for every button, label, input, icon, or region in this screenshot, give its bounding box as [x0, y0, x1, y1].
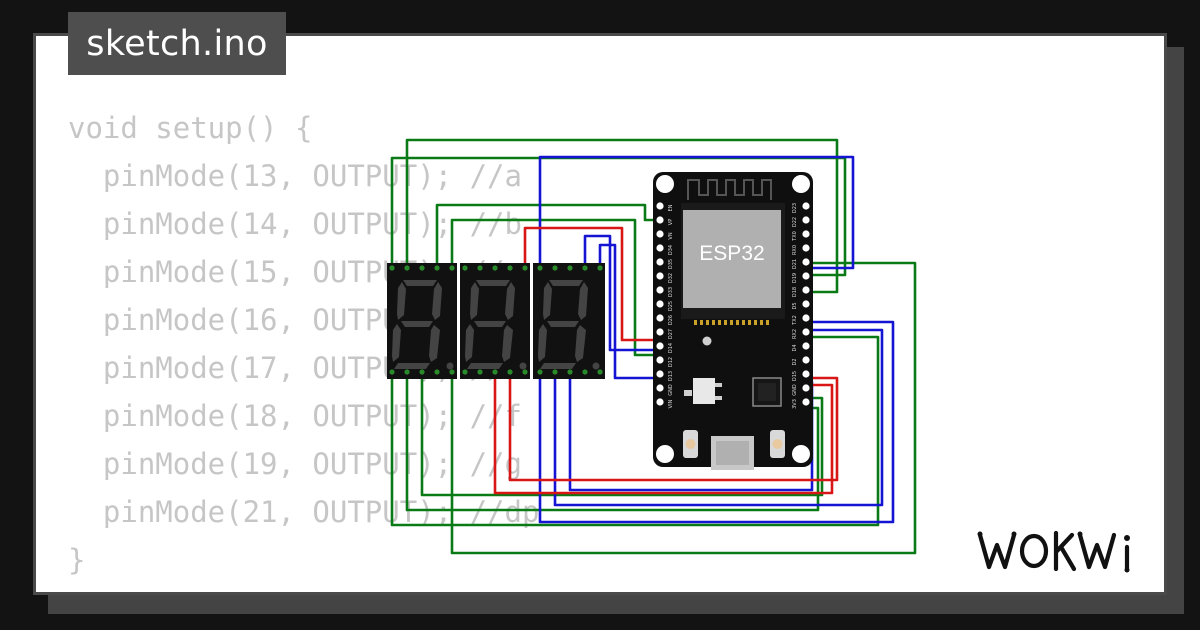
- pin-label: D19: [792, 273, 798, 283]
- pin-label: VN: [668, 232, 674, 239]
- antenna-trace: [687, 179, 772, 200]
- wire-blue: [538, 320, 895, 524]
- pin-label: D27: [668, 329, 674, 339]
- wire-green: [405, 138, 839, 294]
- pin-label: GND: [668, 384, 674, 396]
- wire-green: [450, 218, 655, 357]
- wire-blue: [583, 234, 655, 352]
- pin-label: GND: [792, 384, 798, 396]
- wokwi-logo[interactable]: [975, 525, 1153, 577]
- mounting-hole: [656, 445, 674, 463]
- pin-label: D12: [668, 357, 674, 367]
- code-line: void setup() {: [68, 111, 313, 145]
- pin-label: RX0: [792, 245, 798, 255]
- code-line: void loop() {: [68, 584, 539, 592]
- wire-green: [420, 372, 824, 497]
- pin-label: D2: [792, 358, 798, 365]
- esp32-board[interactable]: ESP32 EN VP VN D34 D35: [653, 172, 813, 470]
- seven-segment-display-2[interactable]: [460, 263, 530, 379]
- code-line: pinMode(21, OUTPUT); //dp: [68, 495, 540, 529]
- chip-label: ESP32: [699, 242, 764, 265]
- pin-label: TX0: [792, 231, 798, 242]
- code-line: pinMode(13, OUTPUT); //a: [68, 159, 522, 193]
- wire-blue: [598, 243, 655, 380]
- wire-red: [508, 372, 839, 482]
- right-header-pins: [802, 202, 810, 406]
- mounting-hole: [792, 445, 810, 463]
- pin-label: D23: [792, 203, 798, 213]
- pin-label: D34: [668, 245, 674, 255]
- wire-green: [390, 335, 880, 527]
- code-line: pinMode(14, OUTPUT); //b: [68, 207, 522, 241]
- wires: [390, 138, 917, 555]
- pin-label: D4: [792, 344, 798, 351]
- pin-label: D5: [792, 302, 798, 309]
- pin-label: VIN: [668, 399, 674, 408]
- left-header-pins: [656, 202, 664, 406]
- voltage-regulator: [693, 378, 715, 404]
- pin-label: D18: [792, 287, 798, 297]
- pin-label: D26: [668, 315, 674, 325]
- esp32-chip: [683, 210, 781, 308]
- pin-label: D22: [792, 217, 798, 227]
- seven-segment-display-3[interactable]: [533, 263, 605, 379]
- pin-label: D13: [668, 371, 674, 381]
- pin-label: D33: [668, 287, 674, 297]
- pin-label: TX2: [792, 315, 798, 326]
- wire-green: [435, 203, 655, 268]
- code-line: }: [68, 543, 86, 577]
- wire-blue: [553, 328, 884, 507]
- pin-label: EN: [668, 204, 674, 211]
- mounting-hole: [656, 175, 674, 193]
- pin-label: D21: [792, 259, 798, 269]
- wire-green: [405, 372, 820, 512]
- pin-label: D25: [668, 301, 674, 311]
- pin-label: D15: [792, 371, 798, 381]
- pin-label: D14: [668, 343, 674, 353]
- wire-green: [450, 261, 917, 555]
- pin-label: RX2: [792, 329, 798, 339]
- file-tab[interactable]: sketch.ino: [68, 12, 286, 75]
- mounting-hole: [792, 175, 810, 193]
- wire-blue: [538, 155, 855, 270]
- led-indicator: [702, 336, 712, 346]
- wire-red: [523, 226, 655, 342]
- pin-label: 3V3: [792, 399, 798, 409]
- code-line: pinMode(18, OUTPUT); //f: [68, 399, 522, 433]
- pin-label: VP: [668, 219, 674, 225]
- pin-label: D35: [668, 259, 674, 269]
- wire-red: [493, 372, 834, 495]
- pin-label: D32: [668, 273, 674, 283]
- seven-segment-display-1[interactable]: [387, 263, 457, 379]
